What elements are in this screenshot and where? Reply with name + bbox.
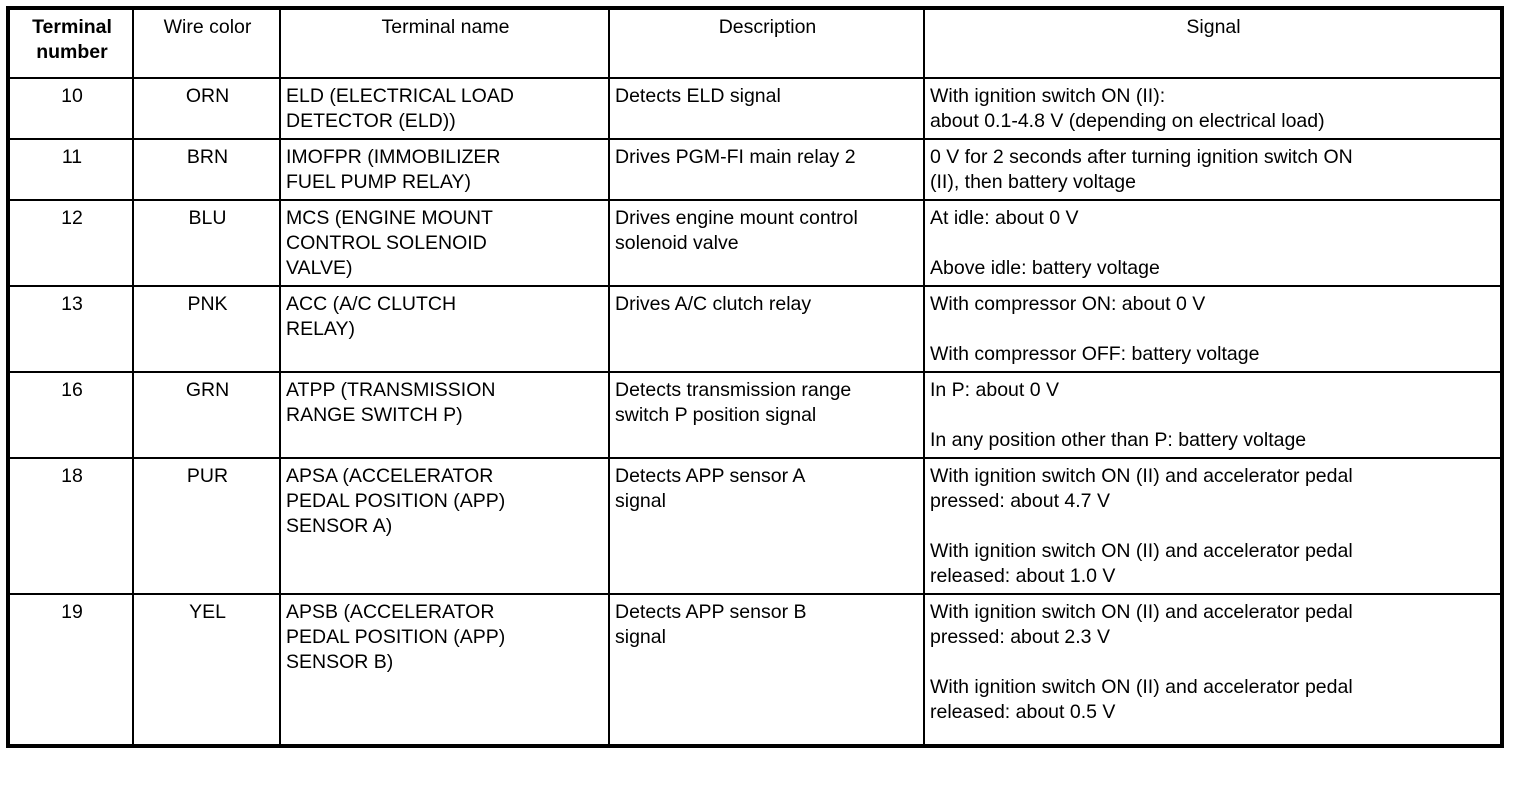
cell-terminal-name: MCS (ENGINE MOUNT CONTROL SOLENOID VALVE… <box>279 199 610 287</box>
cell-terminal-number: 19 <box>6 593 134 748</box>
cell-terminal-name: IMOFPR (IMMOBILIZER FUEL PUMP RELAY) <box>279 138 610 201</box>
header-row: Terminal number Wire color Terminal name… <box>6 7 1504 79</box>
cell-signal: In P: about 0 V In any position other th… <box>923 371 1504 459</box>
cell-signal: With ignition switch ON (II) and acceler… <box>923 593 1504 748</box>
cell-terminal-name: APSA (ACCELERATOR PEDAL POSITION (APP) S… <box>279 457 610 595</box>
cell-terminal-name: APSB (ACCELERATOR PEDAL POSITION (APP) S… <box>279 593 610 748</box>
column-header-description: Description <box>608 7 925 79</box>
cell-description: Detects ELD signal <box>608 77 925 140</box>
cell-description: Detects APP sensor A signal <box>608 457 925 595</box>
cell-wire-color: BRN <box>132 138 281 201</box>
cell-terminal-name: ELD (ELECTRICAL LOAD DETECTOR (ELD)) <box>279 77 610 140</box>
cell-wire-color: PNK <box>132 285 281 373</box>
cell-wire-color: BLU <box>132 199 281 287</box>
cell-signal: With ignition switch ON (II) and acceler… <box>923 457 1504 595</box>
cell-terminal-number: 12 <box>6 199 134 287</box>
cell-terminal-number: 18 <box>6 457 134 595</box>
cell-wire-color: GRN <box>132 371 281 459</box>
cell-terminal-name: ACC (A/C CLUTCH RELAY) <box>279 285 610 373</box>
ecu-terminal-table: Terminal number Wire color Terminal name… <box>6 6 1504 748</box>
cell-signal: With compressor ON: about 0 V With compr… <box>923 285 1504 373</box>
column-header-terminal-number: Terminal number <box>6 7 134 79</box>
cell-terminal-number: 13 <box>6 285 134 373</box>
cell-terminal-number: 16 <box>6 371 134 459</box>
column-header-signal: Signal <box>923 7 1504 79</box>
cell-terminal-number: 11 <box>6 138 134 201</box>
cell-signal: 0 V for 2 seconds after turning ignition… <box>923 138 1504 201</box>
cell-wire-color: ORN <box>132 77 281 140</box>
cell-description: Drives A/C clutch relay <box>608 285 925 373</box>
cell-description: Drives engine mount control solenoid val… <box>608 199 925 287</box>
cell-signal: With ignition switch ON (II): about 0.1-… <box>923 77 1504 140</box>
cell-terminal-name: ATPP (TRANSMISSION RANGE SWITCH P) <box>279 371 610 459</box>
cell-description: Detects APP sensor B signal <box>608 593 925 748</box>
cell-description: Detects transmission range switch P posi… <box>608 371 925 459</box>
cell-terminal-number: 10 <box>6 77 134 140</box>
cell-wire-color: YEL <box>132 593 281 748</box>
table-header: Terminal number Wire color Terminal name… <box>6 7 1504 79</box>
column-header-wire-color: Wire color <box>132 7 281 79</box>
column-header-terminal-name: Terminal name <box>279 7 610 79</box>
cell-wire-color: PUR <box>132 457 281 595</box>
cell-signal: At idle: about 0 V Above idle: battery v… <box>923 199 1504 287</box>
cell-description: Drives PGM-FI main relay 2 <box>608 138 925 201</box>
terminal-table-container: Terminal number Wire color Terminal name… <box>6 6 1504 748</box>
